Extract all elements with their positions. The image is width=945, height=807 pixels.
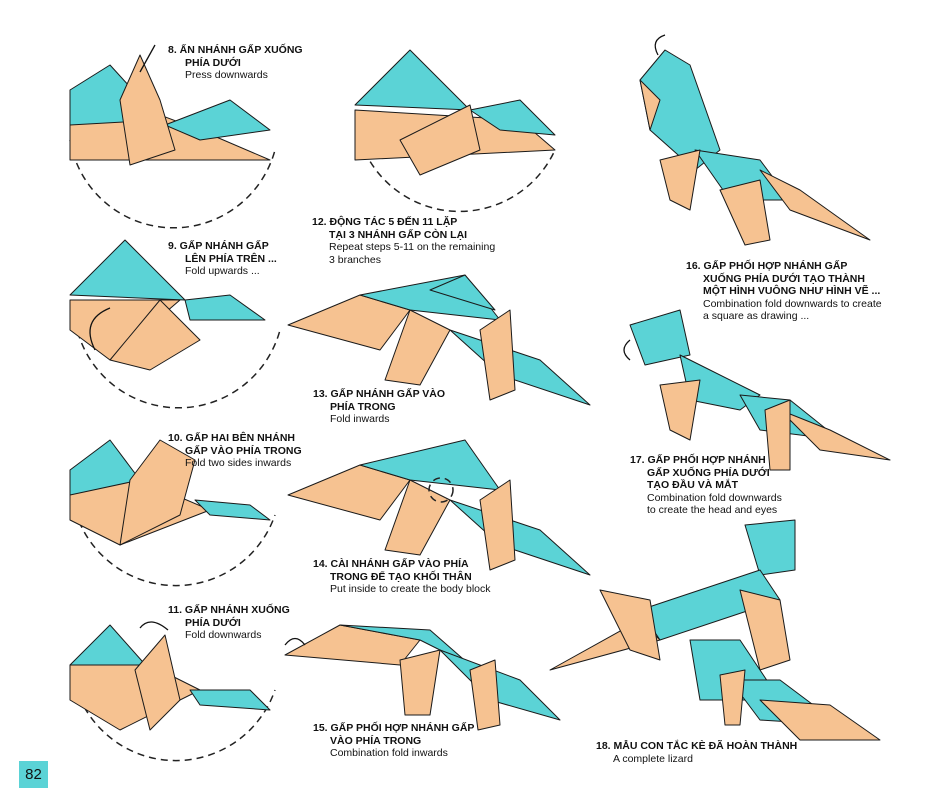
step-title: 9. GẤP NHÁNH GẤP <box>168 240 269 252</box>
step-10-caption: 10. GẤP HAI BÊN NHÁNH GẤP VÀO PHÍA TRONG… <box>168 432 302 470</box>
step-translation: Fold downwards <box>185 629 262 641</box>
step-title: 16. GẤP PHỐI HỢP NHÁNH GẤP <box>686 260 848 272</box>
step-translation: to create the head and eyes <box>647 504 778 516</box>
step-translation: Press downwards <box>185 69 268 81</box>
figure-step-14 <box>287 439 591 576</box>
step-translation: Combination fold downwards to create <box>703 297 882 310</box>
step-translation: A complete lizard <box>613 752 693 765</box>
figure-step-16 <box>639 34 871 246</box>
step-title: GẤP VÀO PHÍA TRONG <box>185 444 302 457</box>
step-translation: Combination fold downwards <box>647 491 782 504</box>
step-title: PHÍA DƯỚI <box>185 56 241 69</box>
figure-step-15 <box>284 624 561 731</box>
step-16-caption: 16. GẤP PHỐI HỢP NHÁNH GẤP XUỐNG PHÍA DƯ… <box>686 260 882 323</box>
step-title: LÊN PHÍA TRÊN ... <box>185 252 277 265</box>
step-title: GẤP XUỐNG PHÍA DƯỚI <box>647 466 770 479</box>
step-translation: 3 branches <box>329 253 381 266</box>
step-11-caption: 11. GẤP NHÁNH XUỐNG PHÍA DƯỚI Fold downw… <box>168 604 290 642</box>
figure-step-8 <box>69 44 276 229</box>
step-title: XUỐNG PHÍA DƯỚI TẠO THÀNH <box>703 272 865 285</box>
figure-step-9 <box>69 239 281 409</box>
figure-step-10 <box>69 439 276 587</box>
step-title: 11. GẤP NHÁNH XUỐNG <box>168 604 290 616</box>
step-title: 17. GẤP PHỐI HỢP NHÁNH <box>630 454 766 466</box>
step-translation: Combination fold inwards <box>330 747 448 759</box>
step-title: 8. ẤN NHÁNH GẤP XUỐNG <box>168 44 303 56</box>
figure-step-13 <box>287 274 591 406</box>
step-title: 13. GẤP NHÁNH GẤP VÀO <box>313 388 446 400</box>
step-translation: Fold two sides inwards <box>185 457 292 469</box>
step-translation: Put inside to create the body block <box>330 583 491 595</box>
figure-step-12 <box>354 49 556 213</box>
step-translation: Fold upwards ... <box>185 265 260 277</box>
step-14-caption: 14. CÀI NHÁNH GẤP VÀO PHÍA TRONG ĐỂ TẠO … <box>313 558 491 596</box>
figure-step-18 <box>549 519 881 741</box>
step-18-caption: 18. MẪU CON TẮC KÈ ĐÃ HOÀN THÀNH A compl… <box>596 740 797 765</box>
step-13-caption: 13. GẤP NHÁNH GẤP VÀO PHÍA TRONG Fold in… <box>313 388 445 426</box>
step-title: MỘT HÌNH VUÔNG NHƯ HÌNH VẼ ... <box>703 285 881 297</box>
step-15-caption: 15. GẤP PHỐI HỢP NHÁNH GẤP VÀO PHÍA TRON… <box>313 722 474 760</box>
step-title: PHÍA DƯỚI <box>185 616 241 629</box>
figure-step-17 <box>623 309 891 471</box>
figure-step-11 <box>69 621 276 762</box>
step-title: 10. GẤP HAI BÊN NHÁNH <box>168 432 295 444</box>
step-title: TẠI 3 NHÁNH GẤP CÒN LẠI <box>329 228 468 241</box>
step-title: 14. CÀI NHÁNH GẤP VÀO PHÍA <box>313 558 469 570</box>
step-title: 12. ĐỘNG TÁC 5 ĐẾN 11 LẶP <box>312 216 458 228</box>
step-8-caption: 8. ẤN NHÁNH GẤP XUỐNG PHÍA DƯỚI Press do… <box>168 44 303 82</box>
step-17-caption: 17. GẤP PHỐI HỢP NHÁNH GẤP XUỐNG PHÍA DƯ… <box>630 454 782 517</box>
step-title: TẠO ĐẦU VÀ MẮT <box>647 479 738 491</box>
step-9-caption: 9. GẤP NHÁNH GẤP LÊN PHÍA TRÊN ... Fold … <box>168 240 277 278</box>
step-translation: a square as drawing ... <box>703 310 810 322</box>
step-title: 15. GẤP PHỐI HỢP NHÁNH GẤP <box>313 722 475 734</box>
step-title: PHÍA TRONG <box>330 400 396 413</box>
step-translation: Fold inwards <box>330 413 390 425</box>
page-number: 82 <box>19 761 48 788</box>
step-title: 18. MẪU CON TẮC KÈ ĐÃ HOÀN THÀNH <box>596 740 798 752</box>
step-title: TRONG ĐỂ TẠO KHỐI THÂN <box>330 570 472 583</box>
step-title: VÀO PHÍA TRONG <box>330 734 422 747</box>
step-12-caption: 12. ĐỘNG TÁC 5 ĐẾN 11 LẶP TẠI 3 NHÁNH GẤ… <box>312 216 495 266</box>
step-translation: Repeat steps 5-11 on the remaining <box>329 241 496 253</box>
